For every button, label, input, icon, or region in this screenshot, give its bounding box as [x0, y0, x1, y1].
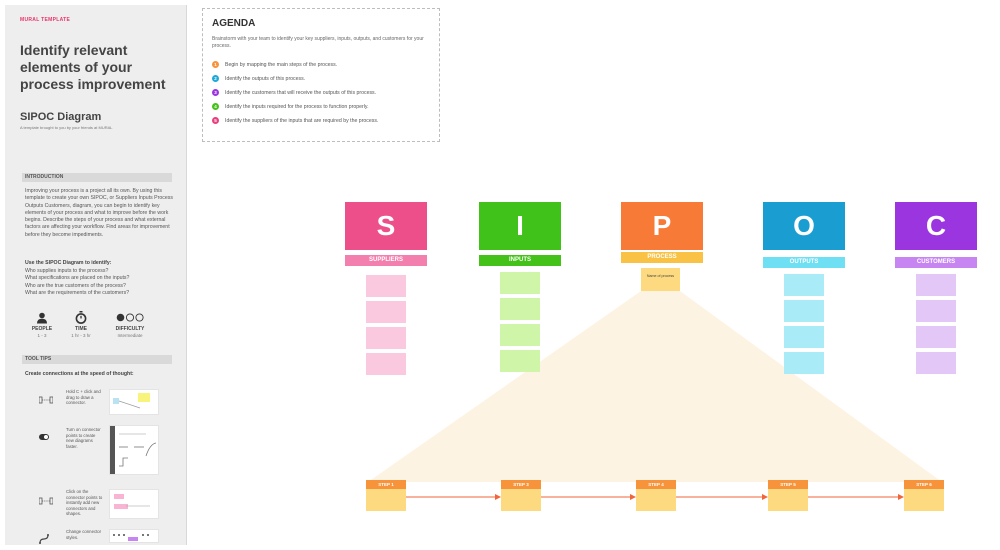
input-sticky[interactable] [500, 324, 540, 346]
input-sticky[interactable] [500, 298, 540, 320]
page-title: Identify relevant elements of your proce… [20, 42, 166, 92]
input-sticky[interactable] [500, 350, 540, 372]
agenda-step: 3 Identify the customers that will recei… [212, 89, 376, 96]
step-number-badge: 1 [212, 61, 219, 68]
tip-illustration [109, 425, 159, 475]
introduction-text: Improving your process is a project all … [25, 188, 173, 238]
customer-sticky[interactable] [916, 300, 956, 322]
outputs-label: OUTPUTS [763, 257, 845, 268]
toggle-icon [39, 427, 49, 445]
brand-label: MURAL TEMPLATE [20, 17, 71, 23]
customers-label: CUSTOMERS [895, 257, 977, 268]
stat-difficulty: DIFFICULTY Intermediate [105, 311, 155, 338]
use-header: Use the SIPOC Diagram to identify: [25, 260, 112, 266]
inputs-label: INPUTS [479, 255, 561, 266]
connector-style-icon [39, 531, 49, 545]
agenda-panel: AGENDA Brainstorm with your team to iden… [202, 8, 440, 142]
input-sticky[interactable] [500, 272, 540, 294]
customer-sticky[interactable] [916, 274, 956, 296]
output-sticky[interactable] [784, 274, 824, 296]
tool-tips-header: TOOL TIPS [22, 355, 172, 364]
step-number-badge: 2 [212, 75, 219, 82]
letter-box-s: S [345, 202, 427, 250]
diagram-title: SIPOC Diagram [20, 111, 102, 123]
step-number-badge: 4 [212, 103, 219, 110]
supplier-sticky[interactable] [366, 327, 406, 349]
agenda-step: 2 Identify the outputs of this process. [212, 75, 305, 82]
stopwatch-icon [56, 311, 106, 324]
letter-box-c: C [895, 202, 977, 250]
supplier-sticky[interactable] [366, 353, 406, 375]
use-item: What are the requirements of the custome… [25, 289, 130, 296]
tip-text: Change connector styles. [66, 529, 102, 540]
suppliers-label: SUPPLIERS [345, 255, 427, 266]
output-sticky[interactable] [784, 300, 824, 322]
tip-text: Turn on connector points to create new d… [66, 427, 101, 449]
letter-box-p: P [621, 202, 703, 250]
agenda-step: 4 Identify the inputs required for the p… [212, 103, 369, 110]
agenda-step: 5 Identify the suppliers of the inputs t… [212, 117, 378, 124]
template-sidebar: MURAL TEMPLATE Identify relevant element… [5, 5, 187, 545]
customer-sticky[interactable] [916, 326, 956, 348]
supplier-sticky[interactable] [366, 301, 406, 323]
introduction-header: INTRODUCTION [22, 173, 172, 182]
step-sticky[interactable]: STEP 6 [904, 480, 944, 511]
supplier-sticky[interactable] [366, 275, 406, 297]
output-sticky[interactable] [784, 326, 824, 348]
step-number-badge: 5 [212, 117, 219, 124]
letter-box-o: O [763, 202, 845, 250]
diagram-subtitle: A template brought to you by your friend… [20, 125, 113, 130]
agenda-step: 1 Begin by mapping the main steps of the… [212, 61, 337, 68]
stat-time: TIME 1 hr - 3 hr [56, 311, 106, 338]
process-name-sticky[interactable]: Name of process [641, 268, 680, 291]
tip-text: Click on the connector points to instant… [66, 489, 103, 516]
step-sticky[interactable]: STEP 4 [636, 480, 676, 511]
use-item: What specifications are placed on the in… [25, 275, 130, 282]
agenda-intro: Brainstorm with your team to identify yo… [212, 36, 424, 49]
tool-tips-subtitle: Create connections at the speed of thoug… [25, 371, 134, 377]
use-list: Who supplies inputs to the process? What… [25, 268, 175, 297]
tip-text: Hold C + click and drag to draw a connec… [66, 389, 101, 405]
customer-sticky[interactable] [916, 352, 956, 374]
difficulty-icon [105, 311, 155, 324]
use-item: Who are the true customers of the proces… [25, 282, 126, 289]
tip-illustration [109, 529, 159, 543]
step-sticky[interactable]: STEP 1 [366, 480, 406, 511]
letter-box-i: I [479, 202, 561, 250]
process-label: PROCESS [621, 252, 703, 263]
stat-people: PEOPLE 1 - 3 [17, 311, 67, 338]
step-number-badge: 3 [212, 89, 219, 96]
step-sticky[interactable]: STEP 3 [501, 480, 541, 511]
tip-illustration [109, 489, 159, 519]
tip-illustration [109, 389, 159, 415]
step-sticky[interactable]: STEP 5 [768, 480, 808, 511]
output-sticky[interactable] [784, 352, 824, 374]
agenda-title: AGENDA [212, 18, 256, 29]
use-item: Who supplies inputs to the process? [25, 268, 109, 274]
person-icon [17, 311, 67, 324]
